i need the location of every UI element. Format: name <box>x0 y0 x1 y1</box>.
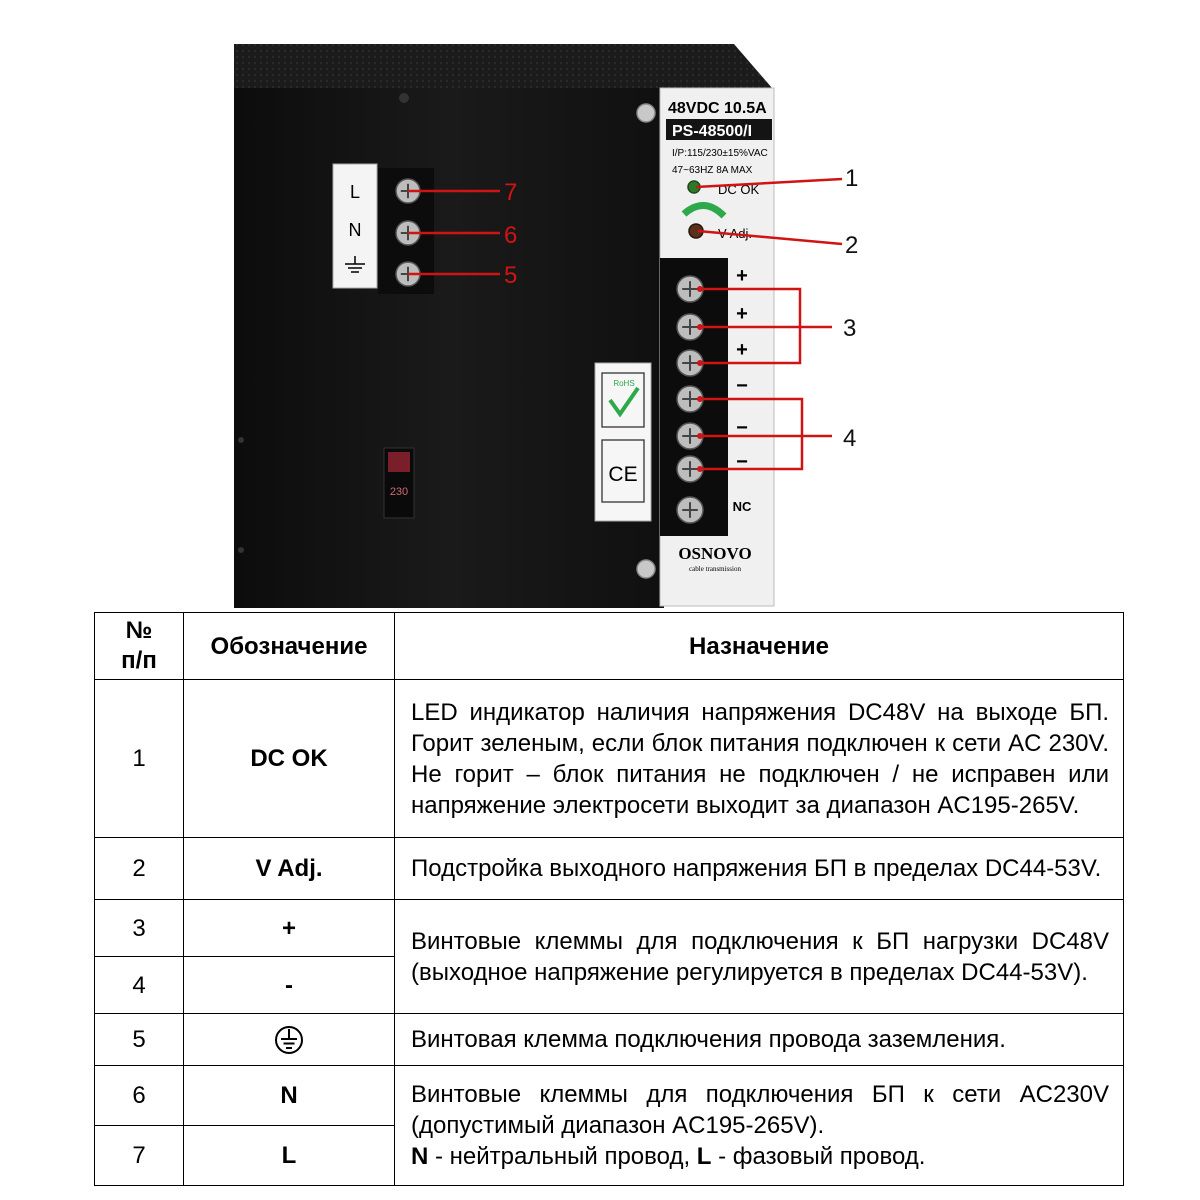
dc-terminal-sign: − <box>736 375 748 397</box>
certification-plate <box>594 362 652 522</box>
table-row: 4 - <box>94 956 1124 1014</box>
row-label: DC OK <box>183 679 395 838</box>
dc-terminal-sign: + <box>736 265 748 287</box>
table-row: 6 N Винтовые клеммы для подключения БП к… <box>94 1065 1124 1186</box>
row-num: 2 <box>94 837 184 900</box>
row-label <box>183 1013 395 1066</box>
callout-6: 6 <box>504 222 517 249</box>
callout-7: 7 <box>504 179 517 206</box>
header-label: Обозначение <box>183 612 395 680</box>
row-desc: LED индикатор наличия напряжения DC48V н… <box>394 679 1124 838</box>
row-num: 6 <box>94 1065 184 1126</box>
screw-icon <box>636 103 656 123</box>
input-spec-line2: 47~63HZ 8A MAX <box>672 165 753 176</box>
dc-terminal-signs: + + + − − − NC <box>733 265 752 514</box>
row-label: + <box>183 899 395 957</box>
row-num: 5 <box>94 1013 184 1066</box>
row-num: 7 <box>94 1125 184 1186</box>
rohs-text: RoHS <box>613 379 634 388</box>
row-label: N <box>183 1065 395 1126</box>
row-label: L <box>183 1125 395 1186</box>
row-label: V Adj. <box>183 837 395 900</box>
n-text: - нейтральный провод, <box>428 1143 697 1170</box>
ce-mark: CE <box>608 463 637 486</box>
header-desc: Назначение <box>394 612 1124 680</box>
ac-terminal-label-n: N <box>349 220 362 240</box>
n-bold: N <box>411 1143 429 1170</box>
device-illustration: 48VDC 10.5A PS-48500/I I/P:115/230±15%VA… <box>234 44 858 608</box>
row-num: 1 <box>94 679 184 838</box>
device-model: PS-48500/I <box>672 123 752 140</box>
callout-3: 3 <box>843 315 856 342</box>
case-front <box>234 88 664 608</box>
dc-terminal-sign: + <box>736 303 748 325</box>
row-desc: Винтовая клемма подключения провода зазе… <box>394 1013 1124 1066</box>
callout-lines <box>408 177 843 471</box>
input-spec-line1: I/P:115/230±15%VAC <box>672 148 768 159</box>
rohs-check-icon <box>608 386 640 418</box>
dc-terminal-sign: − <box>736 417 748 439</box>
voltage-switch-label: 230 <box>390 486 408 498</box>
row-desc: Подстройка выходного напряжения БП в пре… <box>394 837 1124 900</box>
row-desc-merged: Винтовые клеммы для подключения БП к сет… <box>394 1065 1124 1186</box>
callout-5: 5 <box>504 262 517 289</box>
table-row: 7 L <box>94 1125 1124 1186</box>
power-supply-drawing: 48VDC 10.5A PS-48500/I I/P:115/230±15%VA… <box>234 44 858 608</box>
ground-icon <box>275 1025 303 1054</box>
brand-tagline: cable transmission <box>689 565 741 573</box>
ground-icon <box>345 256 365 273</box>
row-label: - <box>183 956 395 1014</box>
l-text: - фазовый провод. <box>711 1143 926 1170</box>
callout-1: 1 <box>845 165 858 192</box>
case-top <box>234 44 772 88</box>
l-bold: L <box>696 1143 712 1170</box>
table-row: 2 V Adj. Подстройка выходного напряжения… <box>94 837 1124 900</box>
mains-desc-line1: Винтовые клеммы для подключения БП к сет… <box>411 1081 1109 1139</box>
device-rating: 48VDC 10.5A <box>668 100 767 117</box>
adjust-arrow-icon <box>681 202 727 219</box>
table-row: 1 DC OK LED индикатор наличия напряжения… <box>94 679 1124 838</box>
callout-2: 2 <box>845 232 858 259</box>
ac-terminal-label-l: L <box>350 182 360 202</box>
row-desc-merged: Винтовые клеммы для подключения к БП наг… <box>394 899 1124 1014</box>
row-num: 4 <box>94 956 184 1014</box>
dc-terminal-sign: + <box>736 339 748 361</box>
dc-terminal-sign: − <box>736 451 748 473</box>
row-num: 3 <box>94 899 184 957</box>
table-row: 5 Винтовая клемма подключения провода за… <box>94 1013 1124 1066</box>
dc-terminal-sign: NC <box>733 499 752 514</box>
screw-icon <box>636 559 656 579</box>
brand-name: OSNOVO <box>678 544 751 563</box>
table-row: 3 + Винтовые клеммы для подключения к БП… <box>94 899 1124 1014</box>
callout-4: 4 <box>843 425 856 452</box>
